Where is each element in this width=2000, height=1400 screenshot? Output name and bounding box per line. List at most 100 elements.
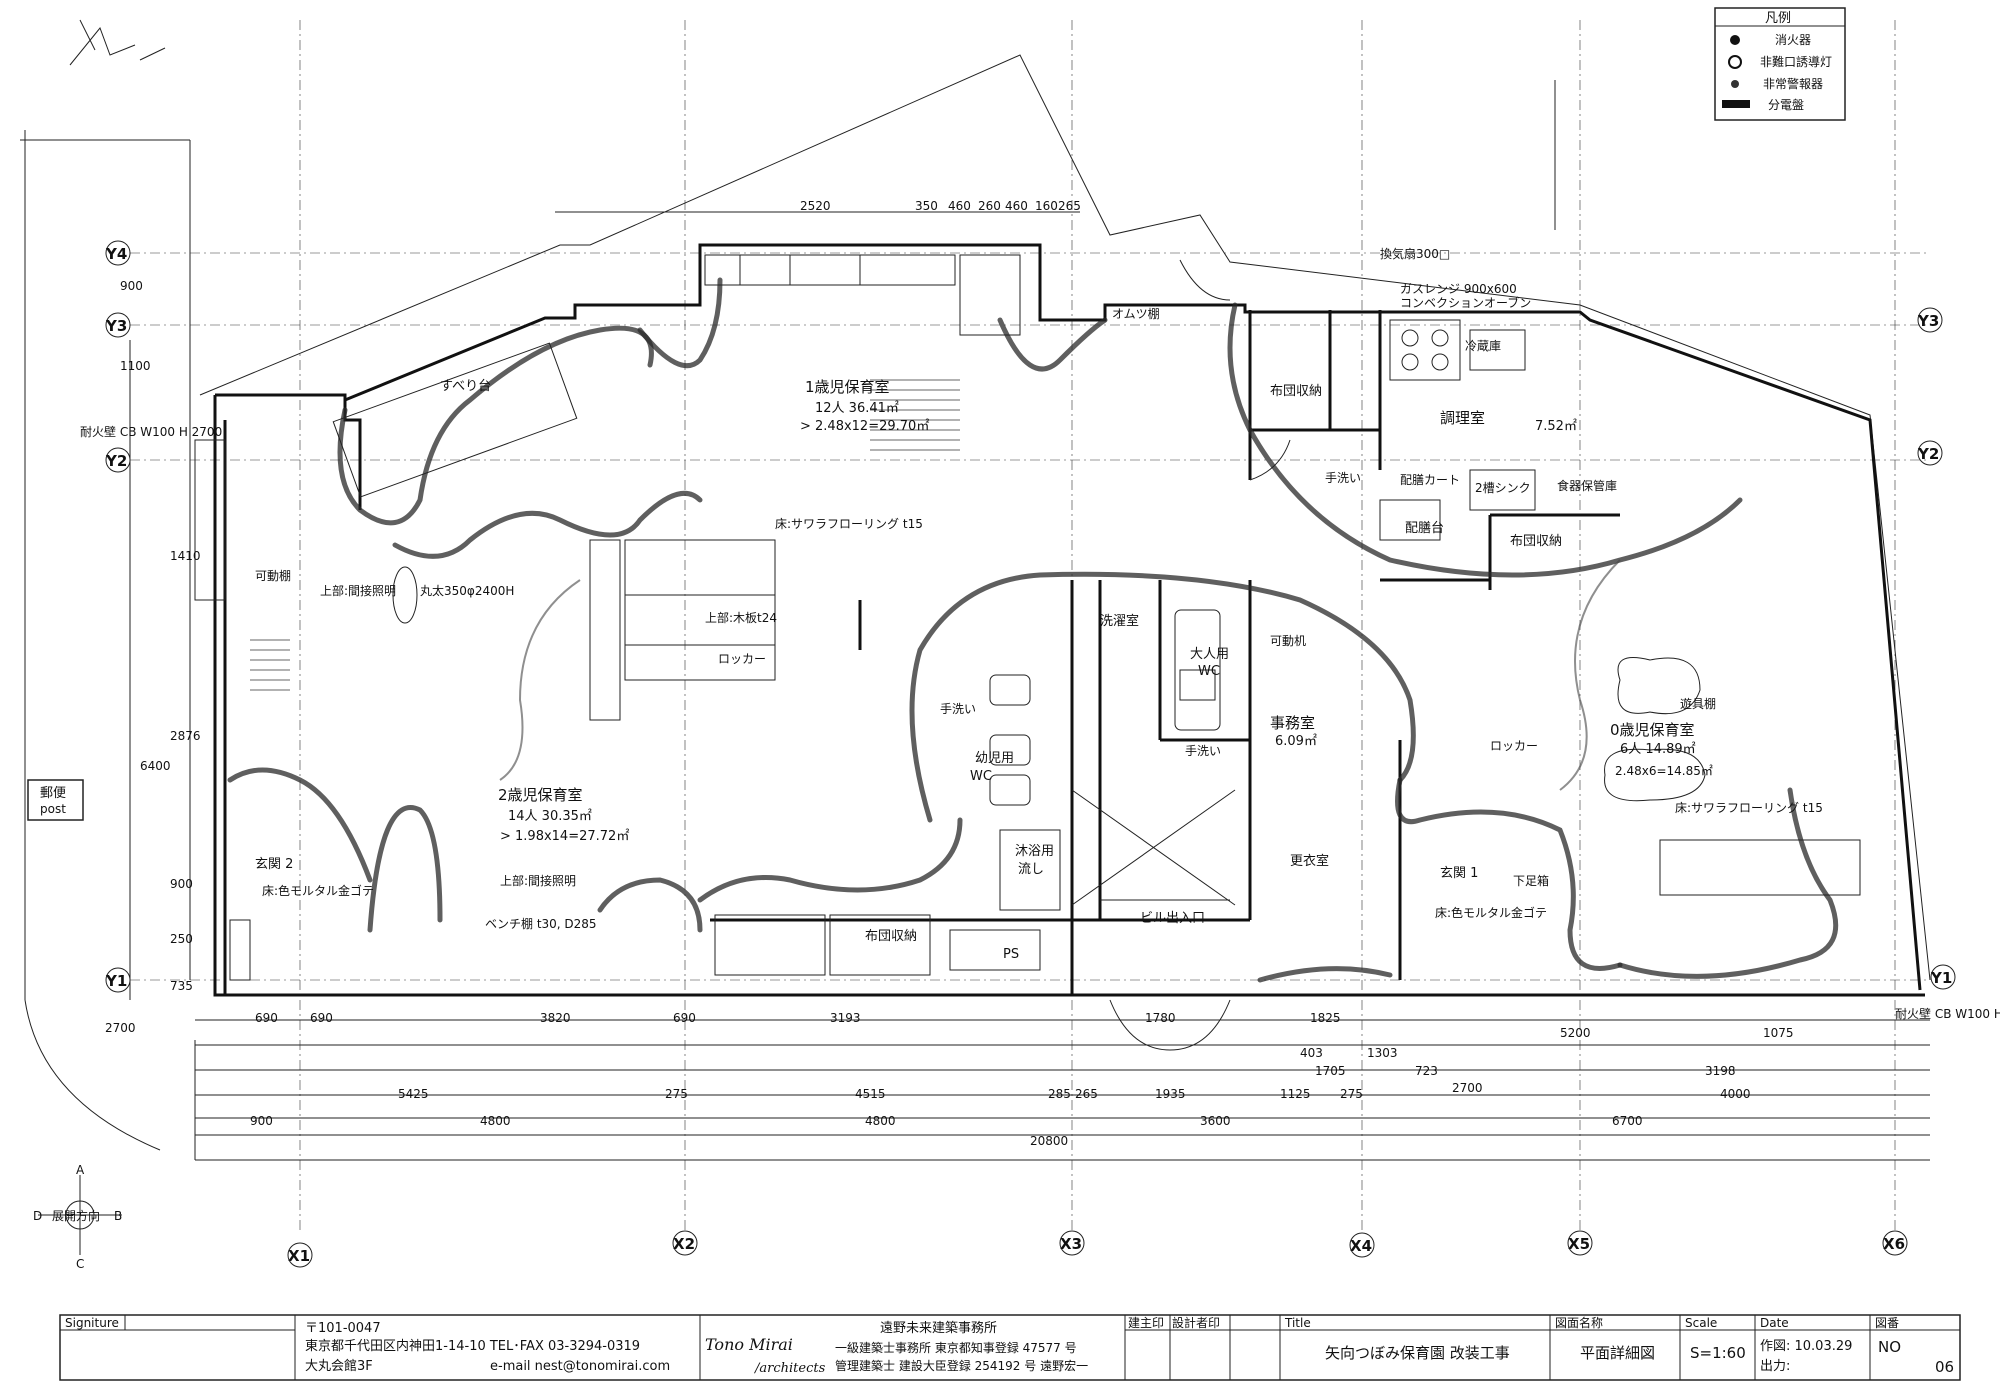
room-adult-wc-2: WC xyxy=(1198,664,1220,679)
room-2yr-area: 14人 30.35㎡ xyxy=(508,809,592,824)
dim-t-6: 265 xyxy=(1058,199,1081,213)
dir-b: B xyxy=(114,1209,122,1223)
room-toy: 遊具棚 xyxy=(1680,696,1716,711)
room-locker-2: ロッカー xyxy=(718,652,766,666)
room-serving-cart: 配膳カート xyxy=(1400,472,1460,487)
legend-title: 凡例 xyxy=(1765,11,1791,26)
dim-b4-8: 2700 xyxy=(1452,1081,1483,1095)
post-label: 郵便 xyxy=(40,786,66,801)
room-bath: 沐浴用 xyxy=(1015,844,1054,859)
room-slide: すべり台 xyxy=(440,379,491,394)
tb-no-label: 図番 xyxy=(1875,1316,1899,1330)
room-top-board: 上部:木板t24 xyxy=(705,610,777,625)
dim-t-5: 160 xyxy=(1035,199,1058,213)
axis-x4: X4 xyxy=(1350,1237,1372,1255)
room-entrance-2-floor: 床:色モルタル金ゴテ xyxy=(262,883,374,898)
dim-l-4: 6400 xyxy=(140,759,171,773)
room-fan: 換気扇300□ xyxy=(1380,246,1450,261)
room-locker: ロッカー xyxy=(1490,739,1538,753)
dim-l-2: 1410 xyxy=(170,549,201,563)
tb-stamp-owner: 建主印 xyxy=(1128,1316,1164,1330)
room-kitchen: 調理室 xyxy=(1440,409,1485,427)
room-food-store: 食器保管庫 xyxy=(1557,478,1617,493)
legend-item-3: 非常警報器 xyxy=(1763,76,1823,91)
axis-y3: Y3 xyxy=(105,317,127,335)
room-mobile-shelf: 可動棚 xyxy=(255,568,291,583)
tb-drawing-label: 図面名称 xyxy=(1555,1315,1603,1330)
room-entrance-1: 玄関 1 xyxy=(1440,866,1478,881)
room-office-area: 6.09㎡ xyxy=(1275,734,1317,749)
fire-wall-left: 耐火壁 CB W100 H 2700 xyxy=(80,424,222,439)
room-diaper: オムツ棚 xyxy=(1112,306,1160,321)
tb-reg1: 一級建築士事務所 東京都知事登録 47577 号 xyxy=(835,1340,1077,1355)
dim-b4-4: 265 xyxy=(1075,1087,1098,1101)
room-0yr-floor: 床:サワラフローリング t15 xyxy=(1675,801,1823,815)
legend-box xyxy=(1714,7,1846,121)
alarm-icon xyxy=(1731,80,1739,88)
room-1yr-floor: 床:サワラフローリング t15 xyxy=(775,517,923,531)
room-handwash-2: 手洗い xyxy=(1185,744,1221,758)
tb-no-value: 06 xyxy=(1935,1358,1954,1376)
tb-scale-label: Scale xyxy=(1685,1316,1717,1330)
dim-b5-2: 4800 xyxy=(865,1114,896,1128)
axis-y2: Y2 xyxy=(105,452,127,470)
panel-icon xyxy=(1722,100,1750,108)
legend-item-2: 非難口誘導灯 xyxy=(1760,54,1832,69)
dim-b4-1: 275 xyxy=(665,1087,688,1101)
north-arrow-icon xyxy=(69,19,166,66)
direction-compass xyxy=(38,1175,122,1255)
legend-item-1: 消火器 xyxy=(1775,33,1811,47)
room-range: ガスレンジ 900x600 xyxy=(1400,282,1517,296)
room-child-wc-2: WC xyxy=(970,769,992,784)
dim-b1-5: 3193 xyxy=(830,1011,861,1025)
room-1yr-area: 12人 36.41㎡ xyxy=(815,401,899,416)
room-2yr-light-2: 上部:間接照明 xyxy=(320,583,396,598)
dir-c: C xyxy=(76,1257,84,1271)
axis-x2: X2 xyxy=(673,1235,695,1253)
dimension-lines xyxy=(129,211,1930,1119)
dim-b2-1: 1303 xyxy=(1367,1046,1398,1060)
room-oven: コンベクションオーブン xyxy=(1400,295,1531,310)
dim-l-0: 900 xyxy=(120,279,143,293)
fire-wall-right: 耐火壁 CB W100 H 3200 xyxy=(1895,1006,2000,1021)
axis-y1: Y1 xyxy=(105,972,127,990)
axis-y2-right: Y2 xyxy=(1917,445,1939,463)
tb-building: 大丸会館3F xyxy=(305,1359,373,1374)
tb-date-label: Date xyxy=(1760,1316,1789,1330)
dim-b3-2: 3198 xyxy=(1705,1064,1736,1078)
dim-b3-0: 1705 xyxy=(1315,1064,1346,1078)
tb-drawing-name: 平面詳細図 xyxy=(1580,1344,1655,1362)
dim-b5-4: 6700 xyxy=(1612,1114,1643,1128)
tb-address: 東京都千代田区内神田1-14-10 TEL･FAX 03-3294-0319 xyxy=(305,1338,640,1354)
room-building-entry: ビル出入口 xyxy=(1140,911,1205,926)
room-sink: 2槽シンク xyxy=(1475,481,1531,495)
dim-b4-6: 1125 xyxy=(1280,1087,1311,1101)
dim-t-0: 2520 xyxy=(800,199,831,213)
fixtures xyxy=(194,254,1861,1051)
room-entrance-2: 玄関 2 xyxy=(255,857,293,872)
room-kitchen-area: 7.52㎡ xyxy=(1535,419,1577,434)
room-0yr-area: 6人 14.89㎡ xyxy=(1620,742,1696,757)
dim-b5-1: 4800 xyxy=(480,1114,511,1128)
dir-label: 展開方向 xyxy=(52,1208,100,1223)
room-2yr-req: > 1.98x14=27.72㎡ xyxy=(500,829,629,844)
tb-email: e-mail nest@tonomirai.com xyxy=(490,1359,670,1374)
room-1yr-req: > 2.48x12=29.70㎡ xyxy=(800,419,929,434)
axis-y4: Y4 xyxy=(105,245,127,263)
room-ps: PS xyxy=(1003,947,1019,962)
axis-y1-right: Y1 xyxy=(1930,969,1952,987)
tb-output: 出力: xyxy=(1760,1359,1790,1374)
exit-light-icon xyxy=(1728,55,1742,69)
room-futon-3: 布団収納 xyxy=(865,929,917,944)
dim-b4-0: 5425 xyxy=(398,1087,429,1101)
room-1yr-name: 1歳児保育室 xyxy=(805,378,890,396)
dim-b1-6: 1780 xyxy=(1145,1011,1176,1025)
axis-x3: X3 xyxy=(1060,1235,1082,1253)
room-office: 事務室 xyxy=(1270,714,1315,732)
dim-b1-8: 5200 xyxy=(1560,1026,1591,1040)
tb-no: NO xyxy=(1878,1338,1901,1356)
dim-b1-1: 690 xyxy=(255,1011,278,1025)
post-label-en: post xyxy=(40,802,66,816)
dim-l-5: 900 xyxy=(170,877,193,891)
